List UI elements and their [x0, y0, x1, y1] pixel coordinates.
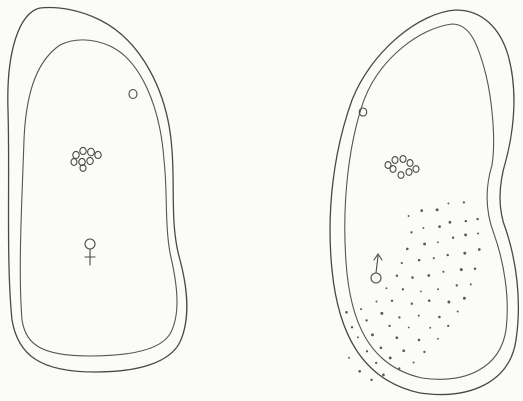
stipple-dot [423, 243, 426, 246]
stipple-dot [449, 221, 452, 224]
stipple-dot [428, 299, 431, 302]
stipple-dot [382, 374, 385, 377]
stipple-dot [464, 233, 467, 236]
stipple-dot [408, 327, 410, 329]
stipple-dot [470, 283, 472, 285]
stipple-dot [457, 311, 459, 313]
left-outer-outline [8, 8, 187, 373]
right-egg-cluster [385, 156, 419, 179]
stipple-dot [380, 312, 383, 315]
stipple-dot [375, 362, 377, 364]
left-specimen [8, 8, 187, 373]
stipple-dot [422, 227, 424, 229]
stipple-dot [402, 349, 405, 352]
stipple-dot [398, 367, 400, 369]
stipple-dot [427, 274, 430, 277]
stipple-dot [395, 336, 398, 339]
stipple-dot [420, 291, 422, 293]
stipple-dot [370, 379, 372, 381]
stipple-dot [408, 215, 410, 217]
stipple-dot [389, 356, 392, 359]
stipple-dot [371, 333, 374, 336]
stipple-dot [348, 357, 350, 359]
stipple-dot [452, 237, 454, 239]
stipple-dot [460, 268, 463, 271]
stipple-dot [437, 338, 439, 340]
stipple-dot [345, 311, 348, 314]
stipple-dot [366, 350, 368, 352]
stipple-dot [357, 336, 359, 338]
stipple-dot [411, 303, 413, 305]
stipple-dot [442, 271, 444, 273]
stipple-dot [463, 201, 465, 203]
stipple-dot [402, 288, 404, 290]
stipple-dot [391, 300, 393, 302]
stipple-dot [447, 202, 449, 204]
stipple-dot [447, 301, 450, 304]
left-egg-cluster [71, 147, 101, 171]
stipple-dot [418, 315, 420, 317]
stipple-dot [380, 346, 383, 349]
stipple-dot [376, 301, 378, 303]
stipple-dot [463, 252, 466, 255]
stipple-dot [351, 326, 353, 328]
stipple-dot [406, 248, 409, 251]
right-inner-outline [345, 24, 507, 379]
stipple-dot [398, 316, 400, 318]
stipple-dot [437, 288, 439, 290]
male-symbol [371, 254, 382, 283]
stipple-dot [474, 267, 477, 270]
stipple-dot [476, 218, 478, 220]
stipple-dot [418, 339, 421, 342]
stipple-dot [420, 209, 423, 212]
stipple-dot [358, 370, 361, 373]
stipple-dot [360, 308, 362, 310]
right-specimen [330, 10, 518, 394]
stipple-dot [418, 259, 421, 262]
stipple-dot [388, 325, 390, 327]
stipple-dot [465, 220, 467, 222]
stipple-dot [463, 297, 466, 300]
stipple-dot [429, 327, 431, 329]
stipple-dot [447, 325, 449, 327]
stipple-dot [413, 362, 415, 364]
stipple-dots [345, 201, 480, 381]
left-spot [129, 90, 137, 99]
stipple-dot [447, 254, 449, 256]
stipple-dot [396, 274, 398, 276]
stipple-dot [436, 208, 439, 211]
stipple-dot [433, 257, 435, 259]
stipple-dot [365, 319, 367, 321]
stipple-dot [477, 232, 479, 234]
stipple-dot [423, 351, 425, 353]
stipple-dot [478, 248, 481, 251]
stipple-dot [401, 262, 403, 264]
stipple-dot [386, 287, 388, 289]
stipple-dot [438, 225, 441, 228]
stipple-dot [456, 284, 458, 286]
stipple-dot [437, 241, 439, 243]
stipple-dot [438, 316, 441, 319]
stipple-dot [411, 276, 414, 279]
left-inner-outline [20, 40, 177, 356]
female-symbol [85, 239, 95, 265]
stipple-dot [410, 231, 412, 233]
